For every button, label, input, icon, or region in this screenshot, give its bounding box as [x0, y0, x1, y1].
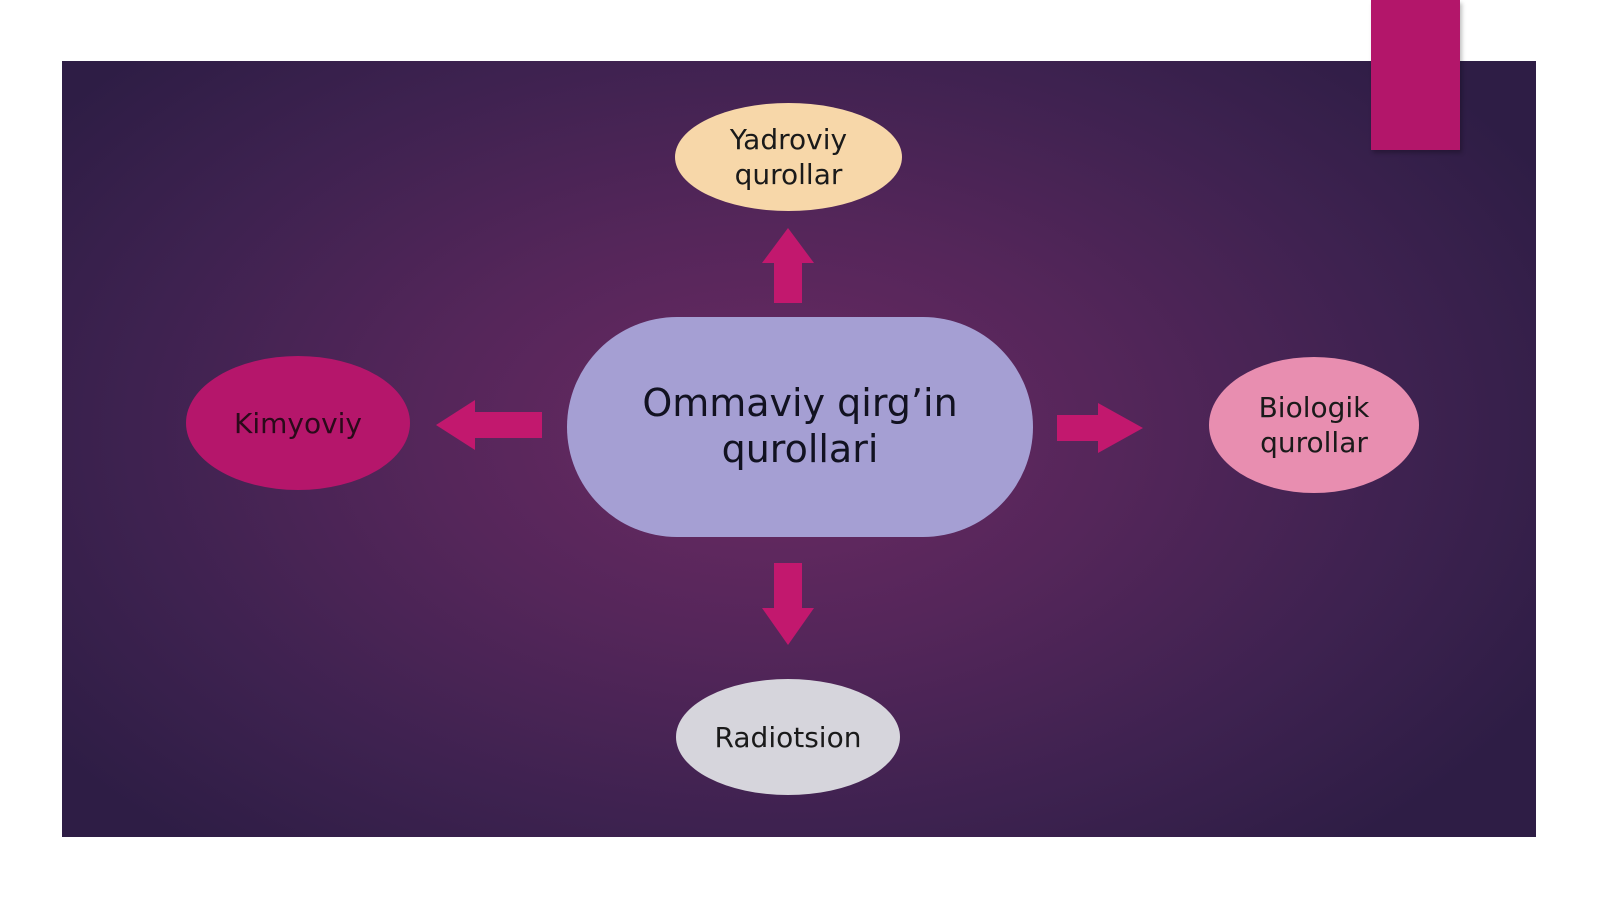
branch-node-bottom: Radiotsion: [676, 679, 900, 795]
branch-node-right: Biologik qurollar: [1209, 357, 1419, 493]
branch-node-left: Kimyoviy: [186, 356, 410, 490]
accent-tab: [1371, 0, 1460, 150]
center-node: Ommaviy qirg’in qurollari: [567, 317, 1033, 537]
branch-node-top: Yadroviy qurollar: [675, 103, 902, 211]
